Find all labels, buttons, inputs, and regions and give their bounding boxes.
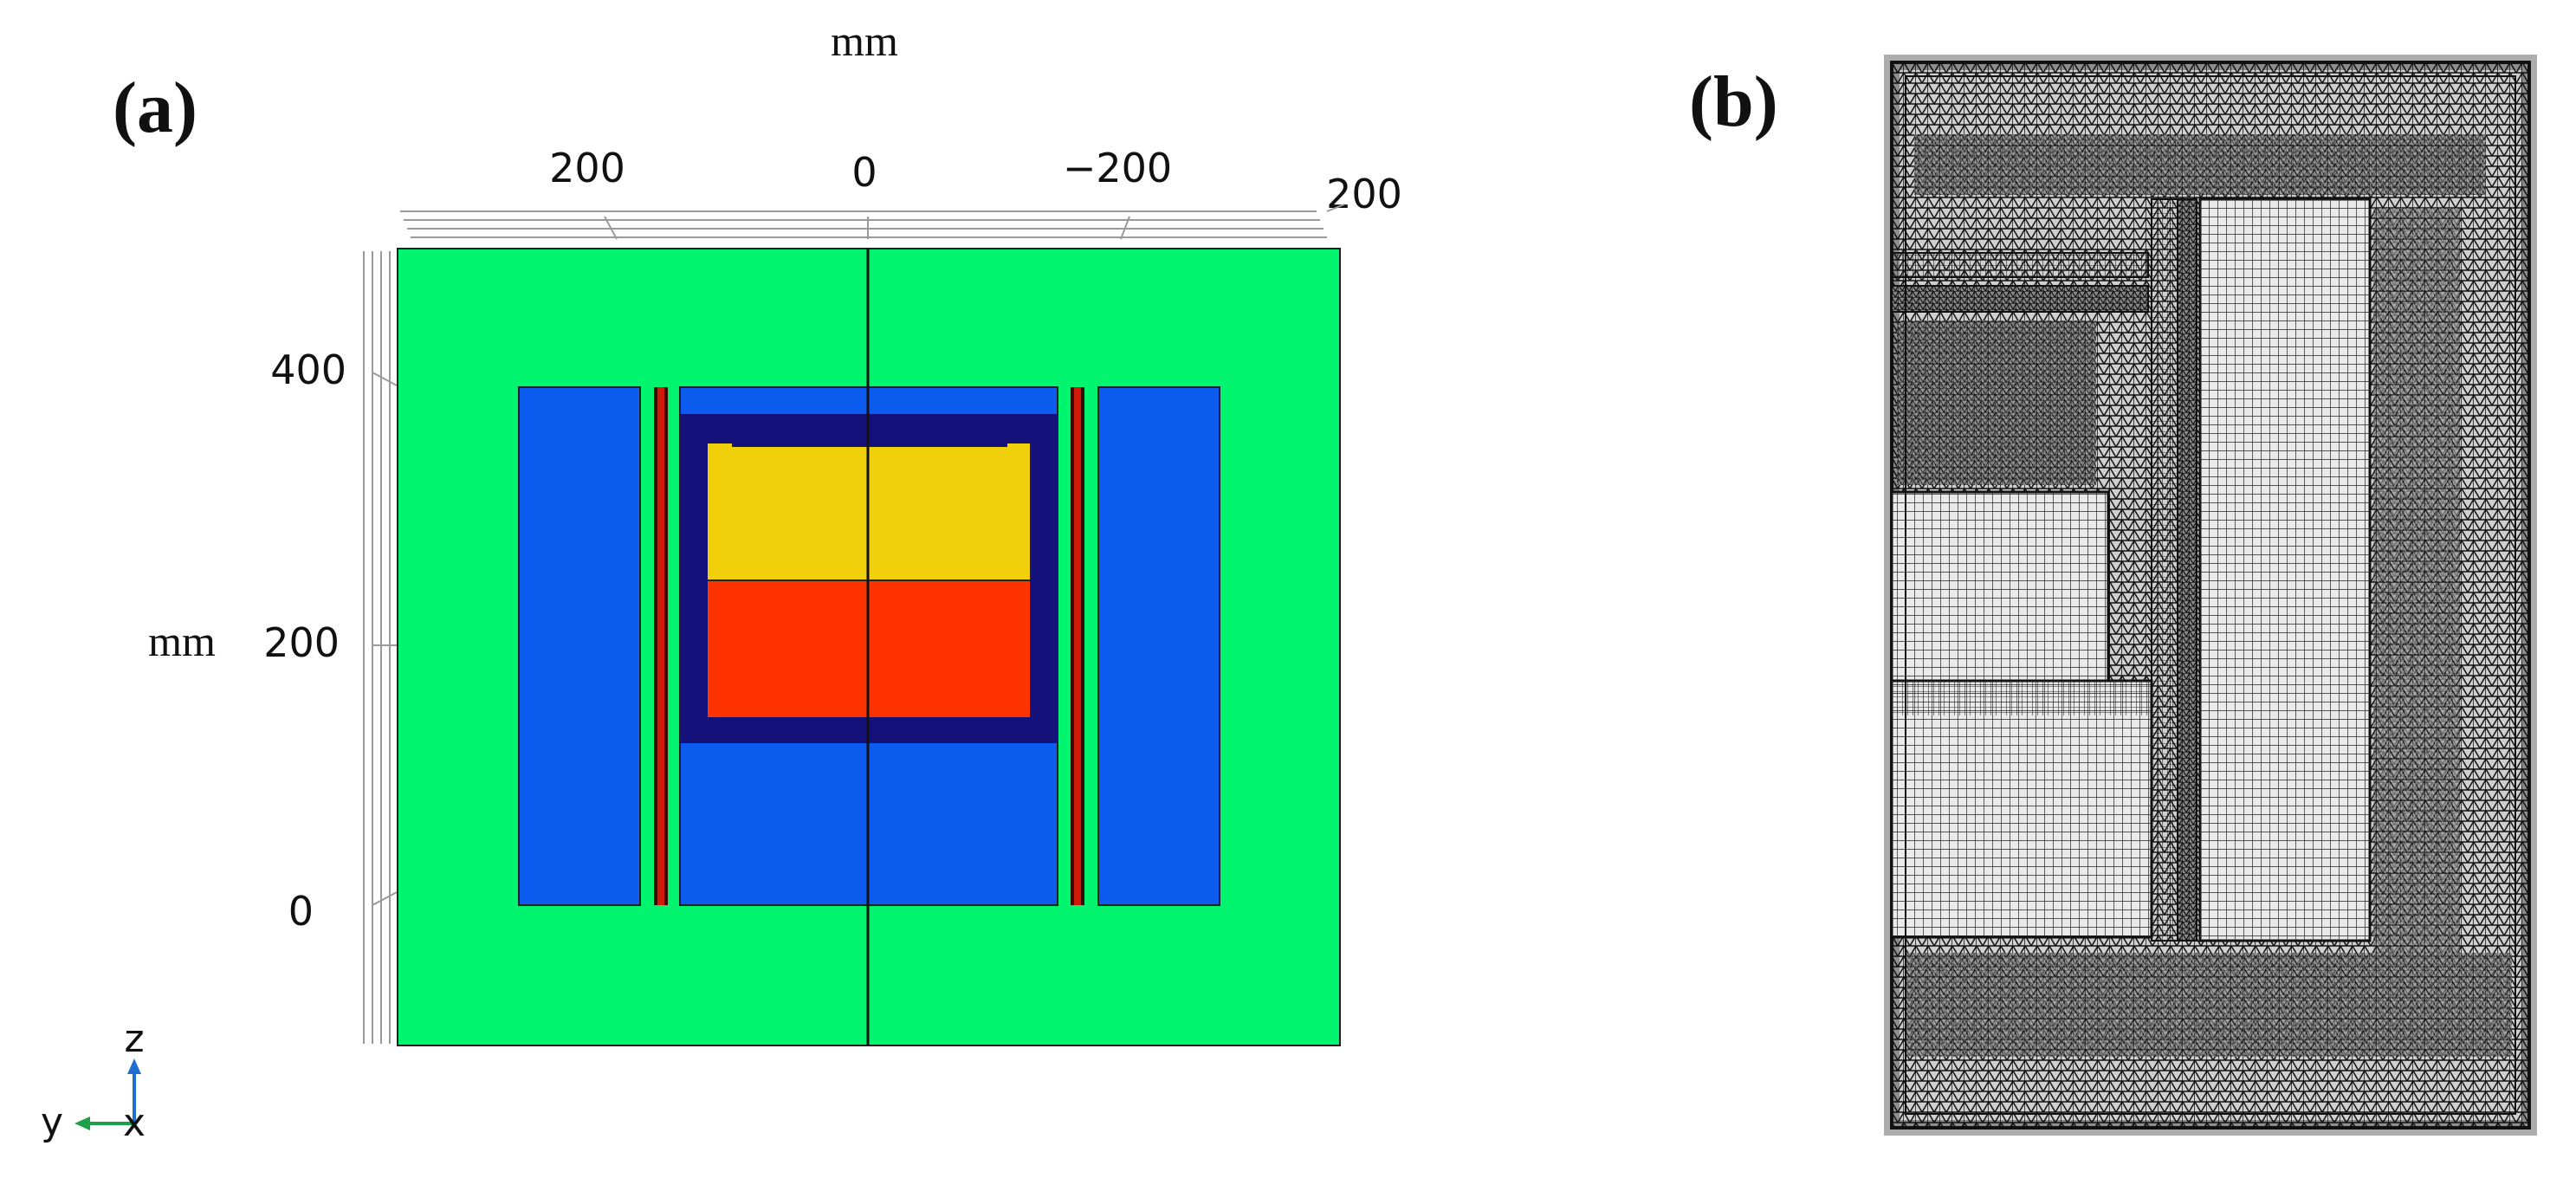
panel-b: (b) [1689, 55, 2537, 1136]
geometry-view [397, 248, 1341, 1046]
top-axis: mm 200 0 −200 200 [400, 16, 1402, 240]
left-axis-tick-1: 400 [270, 346, 346, 393]
left-axis-tick-3: 0 [288, 888, 314, 935]
left-axis: mm 400 200 0 [148, 251, 398, 1044]
mesh-region-upper-left-grid [1892, 492, 2108, 681]
mesh-region-lower-left-grid [1892, 681, 2152, 937]
mesh-vertical-gap [2151, 198, 2178, 942]
mesh-dense-bottom [1906, 953, 2512, 1057]
left-outer-block [518, 386, 641, 906]
upper-fill-notch [732, 440, 1007, 447]
panel-b-label: (b) [1689, 61, 1778, 142]
mesh-vertical-gap-2 [2177, 198, 2197, 942]
mesh-left-triangle-zone [1897, 320, 2096, 485]
mesh-outer-frame-line [1905, 75, 2516, 1115]
mesh-region-right-grid [2200, 199, 2370, 941]
top-axis-tick-3: −200 [1063, 145, 1172, 191]
mesh-top-strip-2 [1891, 285, 2149, 313]
mesh-dense-top [1914, 134, 2486, 195]
coordinate-triad: z y x [41, 1017, 146, 1145]
left-axis-lines [363, 251, 398, 1044]
top-axis-depth-tick: 200 [1326, 171, 1402, 217]
triad-y-arrowhead [74, 1117, 90, 1130]
top-axis-unit: mm [831, 16, 898, 65]
mesh-view [1884, 55, 2537, 1136]
panel-a: (a) mm 200 0 −200 200 mm 400 200 [41, 16, 1402, 1145]
top-axis-tick-2: 0 [851, 149, 877, 196]
mesh-top-strip [1891, 252, 2149, 278]
left-axis-tick-2: 200 [263, 619, 340, 666]
panel-a-label: (a) [113, 68, 197, 148]
left-thin-strip [657, 387, 664, 905]
left-axis-unit: mm [148, 617, 216, 665]
right-outer-block [1097, 386, 1220, 906]
top-axis-tick-1: 200 [549, 145, 625, 191]
triad-x-label: x [123, 1101, 146, 1145]
mesh-dense-right [2373, 208, 2460, 953]
triad-z-arrowhead [127, 1058, 141, 1074]
triad-z-label: z [124, 1017, 144, 1061]
triad-y-label: y [41, 1100, 63, 1144]
top-axis-lines [400, 204, 1345, 240]
mesh-region-lower-left-band [1892, 681, 2152, 715]
right-thin-strip [1074, 387, 1081, 905]
